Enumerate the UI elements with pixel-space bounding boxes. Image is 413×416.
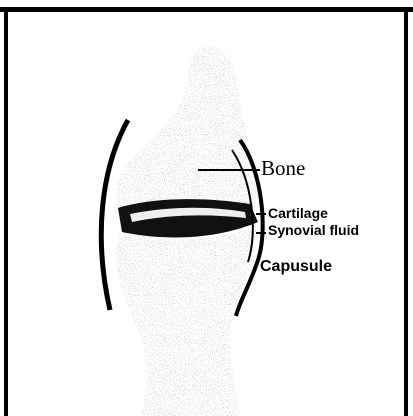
bone-label: Bone xyxy=(261,156,305,181)
synovial-fluid-label: Synovial fluid xyxy=(268,222,359,238)
cartilage-label: Cartilage xyxy=(268,205,328,221)
femur-bone xyxy=(116,46,258,218)
tibia-bone xyxy=(116,226,256,416)
capsule-label: Capusule xyxy=(260,258,332,276)
